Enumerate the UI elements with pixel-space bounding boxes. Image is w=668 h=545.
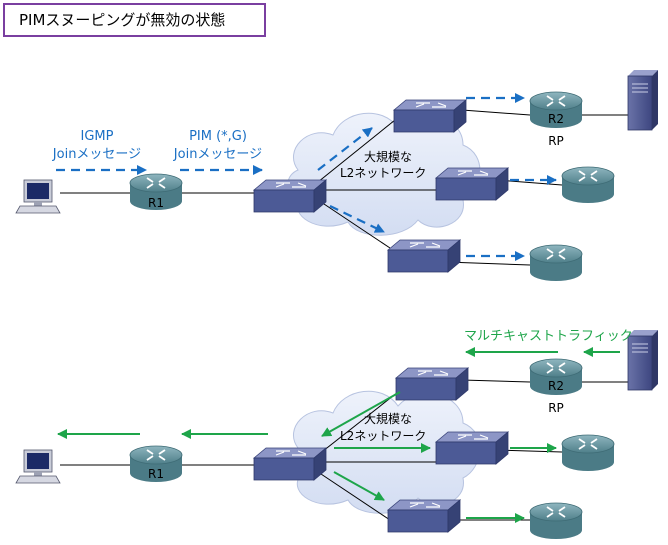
switch-edge-icon [253,179,327,213]
pc-icon [15,449,61,484]
r1-label: R1 [148,196,164,210]
r2-label: R2 [548,379,564,393]
top-diagram: IGMP Joinメッセージ PIM (*,G) Joinメッセージ 大規模な … [15,69,659,282]
switch-middle-icon [435,167,509,201]
r2-label: R2 [548,112,564,126]
cloud-label-line1: 大規模な [364,411,412,426]
switch-middle-icon [435,431,509,465]
pim-label: PIM (*,G) [189,129,247,144]
pc-icon [15,179,61,214]
diagram-title: PIMスヌーピングが無効の状態 [3,3,266,37]
router-icon [529,244,583,282]
bottom-diagram: マルチキャストトラフィック 大規模な L2ネットワーク R1 R2 RP [15,329,659,540]
cloud-label-line2: L2ネットワーク [340,429,426,443]
multicast-label: マルチキャストトラフィック [464,329,633,344]
igmp-join-label: Joinメッセージ [52,147,141,162]
pim-join-label: Joinメッセージ [173,147,262,162]
switch-lower-icon [387,499,461,533]
router-icon [529,502,583,540]
rp-label: RP [548,134,564,148]
router-icon [561,166,615,204]
igmp-label: IGMP [81,129,114,144]
r1-label: R1 [148,467,164,481]
switch-upper-icon [393,99,467,133]
switch-upper-icon [395,367,469,401]
cloud-label-line2: L2ネットワーク [340,166,426,180]
switch-lower-icon [387,239,461,273]
router-icon [561,434,615,472]
server-icon [627,69,659,131]
multicast-arrows [57,347,620,523]
join-arrows [56,93,557,261]
rp-label: RP [548,401,564,415]
switch-edge-icon [253,447,327,481]
cloud-label-line1: 大規模な [364,149,412,164]
